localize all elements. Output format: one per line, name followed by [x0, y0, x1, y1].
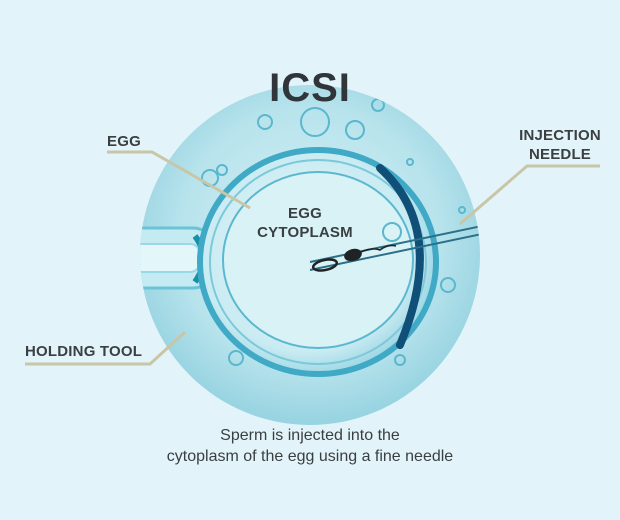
label-egg-cytoplasm-line1: EGG: [288, 205, 322, 222]
label-injection-needle-line2: NEEDLE: [528, 146, 592, 163]
sperm: [311, 244, 397, 272]
label-injection-needle: INJECTION NEEDLE: [515, 126, 605, 164]
label-egg-cytoplasm-line2: CYTOPLASM: [257, 224, 353, 241]
diagram-title: ICSI: [269, 66, 351, 110]
leader-lines: [25, 150, 600, 366]
caption: Sperm is injected into the cytoplasm of …: [0, 425, 620, 467]
caption-line1: Sperm is injected into the: [220, 427, 400, 444]
caption-line2: cytoplasm of the egg using a fine needle: [166, 448, 454, 465]
label-injection-needle-line1: INJECTION: [519, 127, 601, 144]
label-egg: EGG: [107, 133, 141, 150]
label-holding-tool: HOLDING TOOL: [25, 343, 143, 360]
label-egg-cytoplasm: EGG CYTOPLASM: [255, 204, 355, 242]
bubbles: [201, 98, 466, 366]
